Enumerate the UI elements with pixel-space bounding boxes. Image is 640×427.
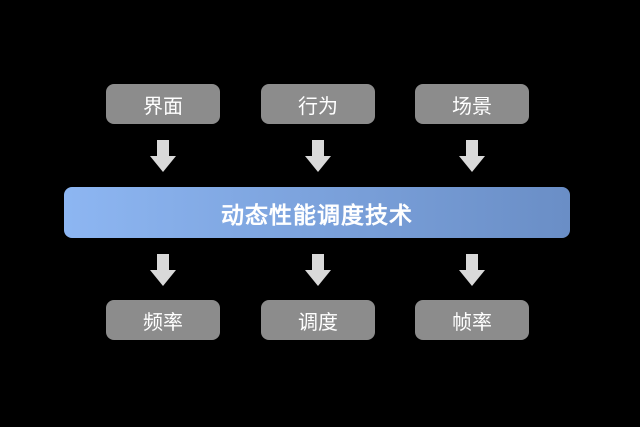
output-box-frequency: 频率 [106,300,220,340]
output-box-framerate: 帧率 [415,300,529,340]
output-label: 调度 [298,309,338,334]
down-arrow-icon [150,140,176,172]
input-box-behavior: 行为 [261,84,375,124]
input-box-interface: 界面 [106,84,220,124]
input-label: 界面 [143,93,183,118]
output-label: 频率 [143,309,183,334]
input-label: 场景 [452,93,492,118]
core-title: 动态性能调度技术 [221,202,413,229]
down-arrow-icon [305,140,331,172]
input-label: 行为 [298,93,338,118]
down-arrow-icon [150,254,176,286]
down-arrow-icon [305,254,331,286]
core-technology-banner: 动态性能调度技术 [64,187,570,238]
down-arrow-icon [459,254,485,286]
down-arrow-icon [459,140,485,172]
output-box-scheduling: 调度 [261,300,375,340]
input-box-scene: 场景 [415,84,529,124]
output-label: 帧率 [452,309,492,334]
